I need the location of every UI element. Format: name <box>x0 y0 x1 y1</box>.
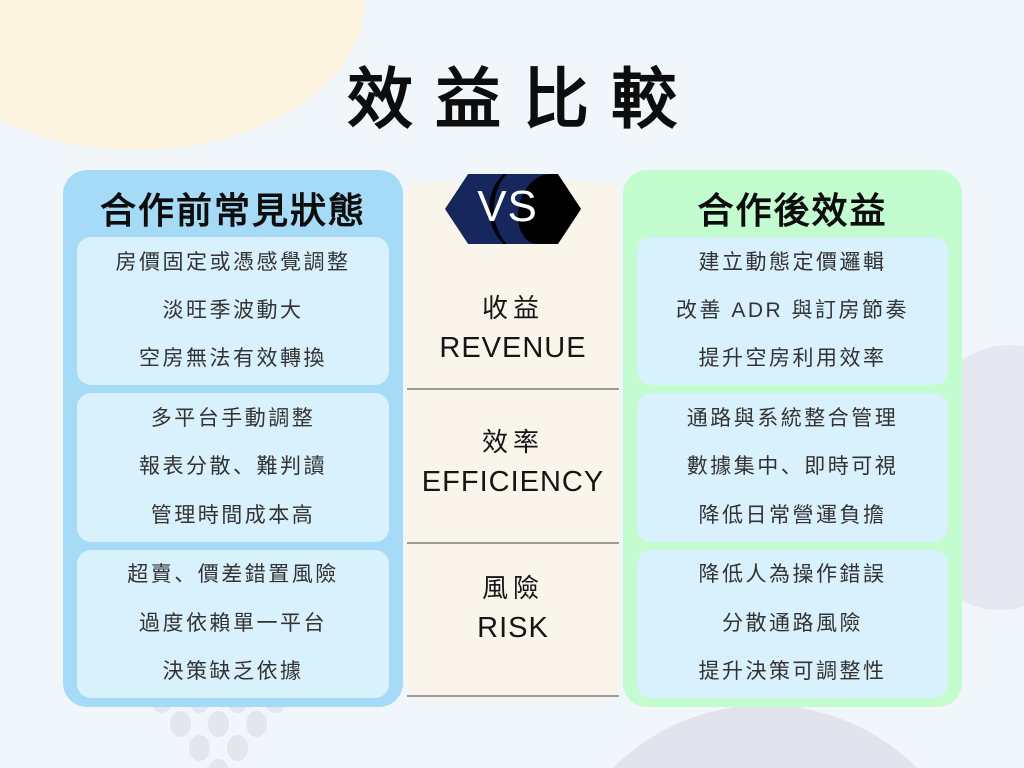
page-title: 效益比較 <box>347 62 699 136</box>
box-line: 過度依賴單一平台 <box>139 611 327 635</box>
box-line: 分散通路風險 <box>722 611 863 635</box>
dot-decoration <box>208 711 229 737</box>
before-column-boxes: 房價固定或憑感覺調整 淡旺季波動大 空房無法有效轉換 多平台手動調整 報表分散、… <box>77 237 389 698</box>
after-cooperation-column: 合作後效益 建立動態定價邏輯 改善 ADR 與訂房節奏 提升空房利用效率 通路與… <box>623 170 962 707</box>
category-revenue: 收益 REVENUE <box>407 292 619 366</box>
before-box-efficiency: 多平台手動調整 報表分散、難判讀 管理時間成本高 <box>77 393 389 542</box>
box-line: 房價固定或憑感覺調整 <box>115 250 351 274</box>
box-line: 改善 ADR 與訂房節奏 <box>675 299 909 323</box>
box-line: 管理時間成本高 <box>150 503 316 527</box>
box-line: 提升決策可調整性 <box>698 659 887 683</box>
category-risk: 風險 RISK <box>407 572 619 646</box>
after-box-efficiency: 通路與系統整合管理 數據集中、即時可視 降低日常營運負擔 <box>637 393 948 542</box>
box-line: 數據集中、即時可視 <box>686 455 899 479</box>
box-line: 空房無法有效轉換 <box>139 347 327 371</box>
before-box-risk: 超賣、價差錯置風險 過度依賴單一平台 決策缺乏依據 <box>77 549 389 698</box>
dot-decoration <box>246 711 267 737</box>
box-line: 降低日常營運負擔 <box>698 503 887 527</box>
divider <box>407 542 619 544</box>
box-line: 報表分散、難判讀 <box>139 455 327 479</box>
divider <box>407 388 619 390</box>
box-line: 提升空房利用效率 <box>698 347 887 371</box>
category-risk-zh: 風險 <box>481 573 544 603</box>
dot-decoration <box>170 711 191 737</box>
gray-blob-decoration <box>550 705 980 768</box>
after-column-boxes: 建立動態定價邏輯 改善 ADR 與訂房節奏 提升空房利用效率 通路與系統整合管理… <box>637 237 948 698</box>
box-line: 決策缺乏依據 <box>162 659 304 683</box>
after-box-risk: 降低人為操作錯誤 分散通路風險 提升決策可調整性 <box>637 549 948 698</box>
box-line: 淡旺季波動大 <box>162 299 304 323</box>
category-efficiency-zh: 效率 <box>481 427 544 457</box>
before-column-header: 合作前常見狀態 <box>99 190 366 231</box>
category-revenue-zh: 收益 <box>481 293 544 323</box>
dot-decoration <box>208 759 229 768</box>
box-line: 超賣、價差錯置風險 <box>127 563 339 587</box>
dot-decoration <box>227 735 248 761</box>
vs-label: VS <box>477 182 538 231</box>
box-line: 多平台手動調整 <box>150 407 316 431</box>
category-revenue-en: REVENUE <box>439 331 587 364</box>
category-efficiency-en: EFFICIENCY <box>421 465 605 498</box>
before-cooperation-column: 合作前常見狀態 房價固定或憑感覺調整 淡旺季波動大 空房無法有效轉換 多平台手動… <box>63 170 403 707</box>
box-line: 通路與系統整合管理 <box>686 407 899 431</box>
after-column-header: 合作後效益 <box>697 190 888 231</box>
box-line: 建立動態定價邏輯 <box>698 250 887 274</box>
category-column: VS 收益 REVENUE 效率 EFFICIENCY 風險 RISK <box>407 174 619 700</box>
vs-badge: VS <box>445 174 581 244</box>
box-line: 降低人為操作錯誤 <box>698 563 887 587</box>
divider <box>407 695 619 697</box>
category-risk-en: RISK <box>477 611 549 644</box>
after-box-revenue: 建立動態定價邏輯 改善 ADR 與訂房節奏 提升空房利用效率 <box>637 237 948 386</box>
before-box-revenue: 房價固定或憑感覺調整 淡旺季波動大 空房無法有效轉換 <box>77 237 389 386</box>
category-efficiency: 效率 EFFICIENCY <box>407 426 619 500</box>
dot-decoration <box>189 735 210 761</box>
vs-badge-curve <box>488 174 535 244</box>
